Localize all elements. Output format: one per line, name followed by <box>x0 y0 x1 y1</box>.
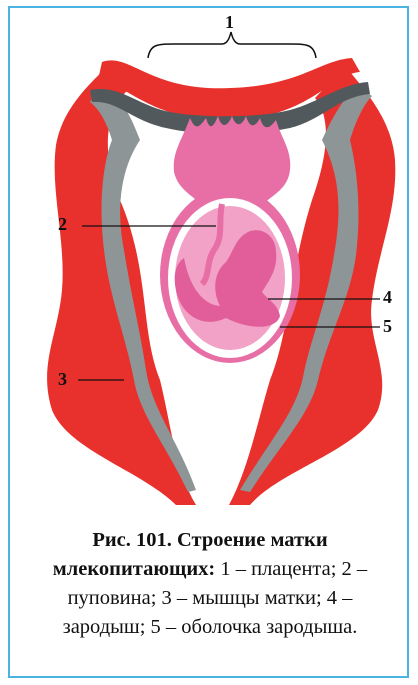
bracket-1 <box>148 32 316 58</box>
label-1: 1 <box>225 12 234 33</box>
figure-caption: Рис. 101. Строение матки млекопитающих: … <box>40 526 380 642</box>
label-3: 3 <box>58 369 67 390</box>
label-4: 4 <box>383 287 392 308</box>
label-5: 5 <box>383 316 392 337</box>
label-2: 2 <box>58 214 67 235</box>
